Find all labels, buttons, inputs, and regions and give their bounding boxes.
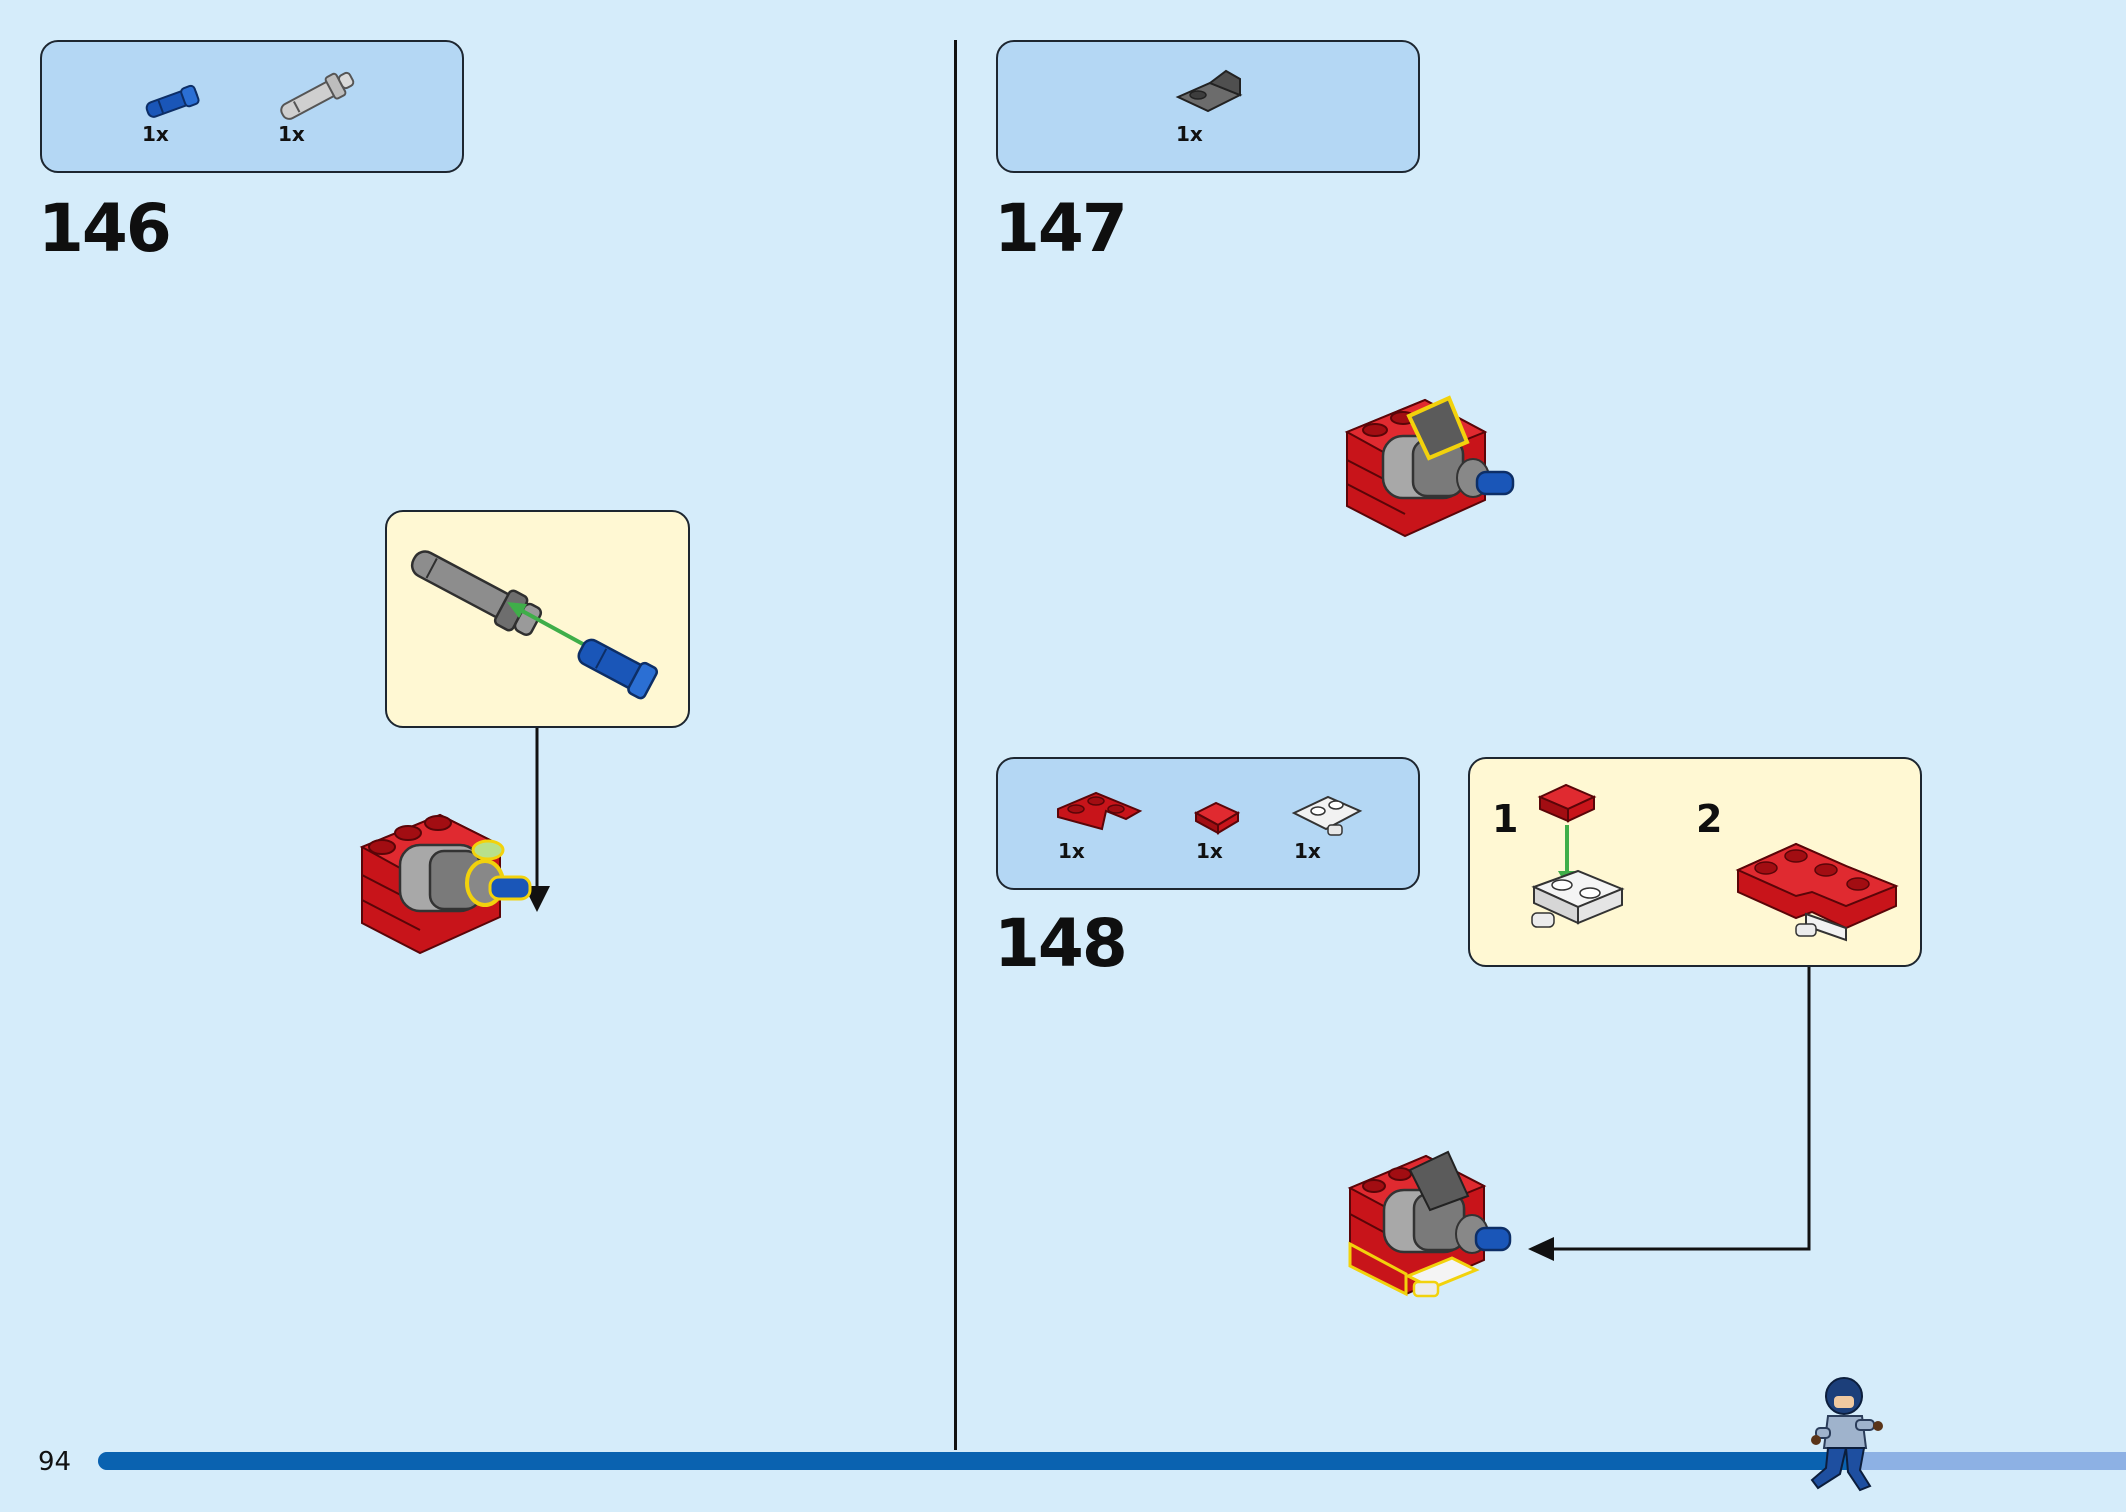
model-step-148-icon bbox=[1347, 1150, 1512, 1298]
parts-list-step-148: 1x 1x 1x bbox=[996, 757, 1420, 890]
substep-2-icon bbox=[1735, 842, 1899, 942]
model-step-147-icon bbox=[1344, 395, 1515, 538]
progress-bar-fill bbox=[98, 1452, 1862, 1470]
gray-pin-connector-icon bbox=[280, 71, 355, 120]
substep-number-2: 2 bbox=[1696, 797, 1723, 841]
qty-dark-gray-bracket: 1x bbox=[1176, 122, 1203, 146]
parts-list-step-147: 1x bbox=[996, 40, 1420, 173]
step-number-147: 147 bbox=[994, 190, 1128, 267]
step-number-148: 148 bbox=[994, 905, 1128, 982]
qty-gray-pin-connector: 1x bbox=[278, 122, 305, 146]
model-step-146-icon bbox=[359, 813, 532, 955]
dark-gray-bracket-icon bbox=[1175, 69, 1243, 113]
callout-pointer-148 bbox=[1528, 967, 1811, 1261]
substep-1-icon bbox=[1531, 783, 1625, 928]
qty-white-plate-with-clip: 1x bbox=[1294, 839, 1321, 863]
qty-blue-axle-pin: 1x bbox=[142, 122, 169, 146]
red-plate-1x1-icon bbox=[1193, 801, 1241, 835]
callout-subassembly-146 bbox=[385, 510, 690, 728]
substep-number-1: 1 bbox=[1492, 797, 1519, 841]
page-divider bbox=[954, 40, 957, 1450]
parts-list-step-146: 1x 1x bbox=[40, 40, 464, 173]
qty-red-corner-plate: 1x bbox=[1058, 839, 1085, 863]
blue-axle-pin-icon bbox=[145, 84, 200, 118]
white-plate-with-clip-icon bbox=[1291, 795, 1363, 836]
step-number-146: 146 bbox=[38, 190, 172, 267]
qty-red-plate-1x1: 1x bbox=[1196, 839, 1223, 863]
red-corner-plate-icon bbox=[1057, 791, 1143, 831]
pin-connector-assembly-icon bbox=[410, 550, 659, 700]
callout-subassembly-148: 1 2 bbox=[1468, 757, 1922, 967]
page-number: 94 bbox=[38, 1447, 72, 1477]
minifigure-runner-icon bbox=[1810, 1377, 1883, 1492]
